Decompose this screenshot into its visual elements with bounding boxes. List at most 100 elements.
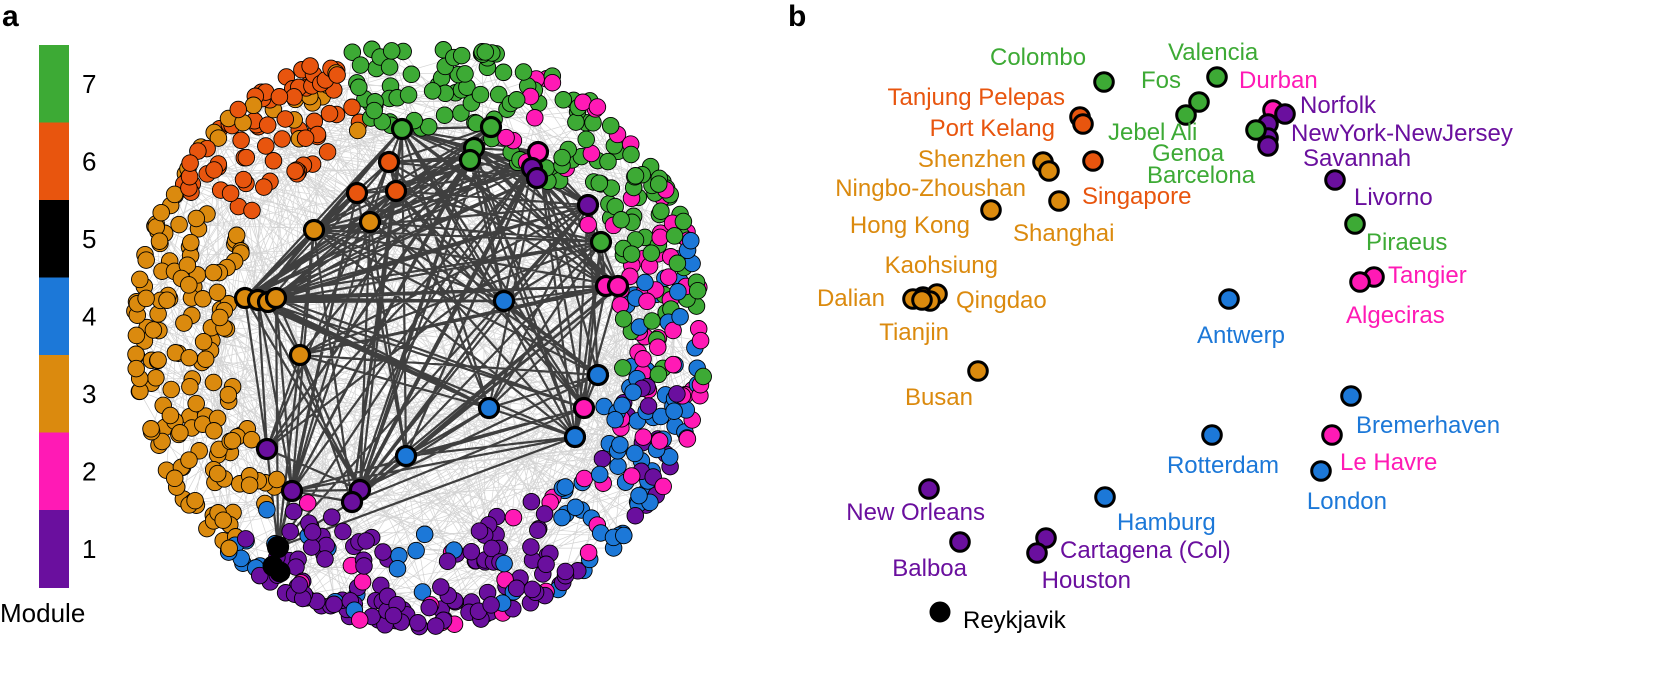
network-node (660, 448, 679, 466)
network-node (348, 121, 367, 140)
network-node (127, 326, 146, 345)
network-node (264, 152, 283, 170)
network-node (522, 492, 541, 511)
network-node (415, 525, 434, 544)
network-node (634, 428, 653, 446)
network-node (270, 88, 289, 106)
port-label: Hamburg (1117, 509, 1216, 536)
port-node (1218, 288, 1240, 310)
core-port-node (563, 425, 587, 449)
network-node (284, 502, 303, 521)
network-node (323, 508, 341, 526)
network-node (577, 130, 595, 149)
network-node (243, 201, 261, 220)
network-node (162, 380, 180, 399)
core-port-node (572, 396, 596, 420)
network-node (456, 65, 474, 83)
network-node (554, 91, 573, 109)
port-label: Cartagena (Col) (1060, 537, 1231, 564)
network-node (639, 397, 658, 415)
network-node (258, 500, 276, 519)
network-node (257, 137, 275, 155)
port-label: Valencia (1168, 39, 1259, 66)
network-node (409, 614, 427, 632)
network-node (204, 373, 223, 392)
network-node (579, 543, 598, 562)
port-node (1038, 160, 1060, 182)
network-node (482, 596, 500, 614)
network-node (384, 606, 403, 625)
core-port-node (377, 150, 401, 174)
network-node (407, 541, 425, 560)
network-node (691, 331, 710, 350)
network-node (643, 312, 661, 330)
network-node (522, 538, 540, 556)
port-label: Jebel Ali (1108, 119, 1197, 146)
network-node (149, 351, 167, 369)
port-label: Norfolk (1300, 92, 1377, 119)
port-label: Bremerhaven (1356, 412, 1500, 439)
network-node (181, 377, 199, 396)
network-node (575, 469, 594, 488)
core-port-node (358, 210, 382, 234)
legend-module-number: 3 (82, 379, 96, 409)
legend-swatch-2 (39, 432, 69, 511)
port-label: Shanghai (1013, 220, 1114, 247)
network-node (350, 78, 368, 97)
panel-label-b: b (788, 0, 806, 33)
port-label: Rotterdam (1167, 452, 1279, 479)
network-node (543, 73, 562, 92)
network-node (273, 130, 291, 148)
port-label: Port Kelang (930, 115, 1055, 142)
network-node (236, 530, 255, 548)
port-node (1257, 135, 1279, 157)
port-label: Qingdao (956, 287, 1047, 314)
network-node (588, 98, 607, 116)
network-node (180, 348, 198, 367)
network-node (150, 232, 169, 250)
network-node (303, 523, 322, 541)
network-node (462, 542, 481, 561)
network-node (553, 148, 571, 167)
network-node (147, 369, 165, 387)
network-node (614, 359, 632, 377)
network-node (214, 511, 232, 529)
port-label: Busan (905, 384, 973, 411)
core-port-node (384, 179, 408, 203)
network-node (495, 554, 513, 573)
port-node (1245, 119, 1267, 141)
core-port-node (394, 444, 418, 468)
network-node (219, 385, 238, 404)
network-node (438, 552, 457, 571)
network-node (664, 321, 682, 340)
network-node (529, 521, 547, 539)
network-node (471, 85, 490, 104)
network-node (334, 522, 352, 541)
network-node (682, 231, 700, 250)
port-label: Reykjavik (963, 607, 1067, 634)
network-node (187, 209, 206, 228)
network-node (613, 396, 631, 415)
network-node (353, 573, 372, 591)
port-label: Singapore (1082, 183, 1191, 210)
network-node (483, 539, 501, 558)
core-port-node (264, 286, 288, 310)
network-node (674, 212, 693, 231)
port-node (1324, 169, 1346, 191)
network-node (180, 451, 198, 469)
network-node (426, 617, 445, 635)
core-port-node (255, 437, 279, 461)
network-node (636, 273, 654, 292)
network-node (399, 86, 418, 104)
network-node (209, 129, 228, 147)
network-node (526, 109, 544, 127)
network-node (566, 498, 585, 517)
network-node (161, 406, 180, 425)
port-label: London (1307, 488, 1387, 515)
core-port-node (576, 193, 600, 217)
core-port-node (606, 274, 630, 298)
network-node (325, 595, 343, 614)
network-node (423, 82, 442, 100)
network-node (514, 63, 533, 81)
